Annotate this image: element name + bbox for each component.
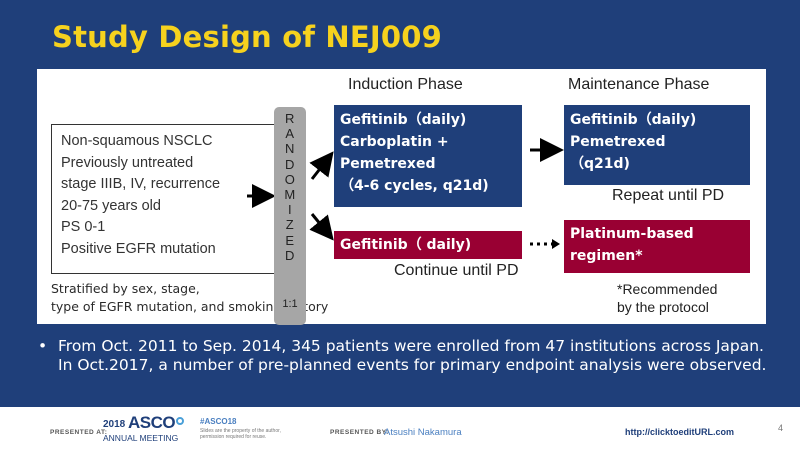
footer-url[interactable]: http://clicktoeditURL.com xyxy=(625,427,735,437)
regimen-line: regimen* xyxy=(570,248,643,264)
bullet-marker: • xyxy=(38,337,48,355)
study-design-diagram: Non-squamous NSCLC Previously untreated … xyxy=(37,69,766,325)
presented-by-label: PRESENTED BY: xyxy=(330,429,389,436)
recommended-note: *Recommended by the protocol xyxy=(617,281,718,315)
criteria-line: Previously untreated xyxy=(61,154,194,171)
randomized-letter: O xyxy=(284,171,296,187)
randomized-bar: R A N D O M I Z E D 1:1 xyxy=(274,107,306,325)
asco-logo-icon xyxy=(176,417,184,425)
arrow-to-arm-a xyxy=(309,151,334,180)
criteria-line: Positive EGFR mutation xyxy=(61,240,216,257)
randomized-letter: M xyxy=(284,187,296,203)
regimen-line: Gefitinib（daily) xyxy=(340,112,467,128)
randomized-letter: R xyxy=(285,111,295,126)
maintenance-phase-label: Maintenance Phase xyxy=(568,76,710,93)
continue-until-pd-note: Continue until PD xyxy=(394,262,519,279)
criteria-line: stage IIIB, IV, recurrence xyxy=(61,176,221,192)
arrow-to-arm-b xyxy=(309,213,334,241)
regimen-line: Platinum-based xyxy=(570,226,694,242)
asco-logo: ASCO xyxy=(128,413,176,432)
regimen-line: Gefitinib（daily) xyxy=(570,112,697,128)
footer-bar: PRESENTED AT: 2018 ASCO ANNUAL MEETING #… xyxy=(0,407,800,450)
bullet-text: From Oct. 2011 to Sep. 2014, 345 patient… xyxy=(58,337,767,374)
enrollment-bullet: • From Oct. 2011 to Sep. 2014, 345 patie… xyxy=(38,337,778,375)
regimen-line: （q21d) xyxy=(570,156,630,172)
regimen-line: Gefitinib（ daily) xyxy=(340,237,472,253)
criteria-line: PS 0-1 xyxy=(61,219,106,235)
presenter-name: Atsushi Nakamura xyxy=(384,427,462,438)
slide-title: Study Design of NEJ009 xyxy=(52,20,443,54)
randomization-ratio: 1:1 xyxy=(282,298,298,310)
hashtag: #ASCO18 xyxy=(200,417,237,426)
eligibility-criteria-box: Non-squamous NSCLC Previously untreated … xyxy=(51,124,283,274)
criteria-line: Non-squamous NSCLC xyxy=(61,133,213,149)
randomized-letter: A xyxy=(285,126,295,142)
slides-property-note: Slides are the property of the author, p… xyxy=(200,428,281,440)
arm-a-induction-box: Gefitinib（daily) Carboplatin + Pemetrexe… xyxy=(334,105,522,207)
regimen-line: （4-6 cycles, q21d) xyxy=(340,178,489,194)
regimen-line: Pemetrexed xyxy=(340,156,436,172)
repeat-until-pd-note: Repeat until PD xyxy=(612,187,725,204)
randomized-label: R A N D O M I Z E D xyxy=(274,111,306,263)
dotted-arrowhead xyxy=(552,239,560,249)
asco-year: 2018 xyxy=(103,419,126,430)
arm-b-box: Gefitinib（ daily) xyxy=(334,231,522,259)
regimen-line: Pemetrexed xyxy=(570,134,666,150)
randomized-letter: N xyxy=(285,141,295,157)
flow-arrows xyxy=(247,138,564,249)
platinum-regimen-box: Platinum-based regimen* xyxy=(564,220,750,273)
randomized-letter: Z xyxy=(285,217,295,233)
asco-subtitle: ANNUAL MEETING xyxy=(103,433,179,443)
regimen-line: Carboplatin + xyxy=(340,134,449,150)
arm-a-maintenance-box: Gefitinib（daily) Pemetrexed （q21d) xyxy=(564,105,750,185)
induction-phase-label: Induction Phase xyxy=(348,76,463,93)
randomized-letter: D xyxy=(285,247,295,263)
page-number: 4 xyxy=(778,423,784,433)
presented-at-label: PRESENTED AT: xyxy=(50,429,108,436)
randomized-letter: I xyxy=(287,202,293,218)
randomized-letter: D xyxy=(285,156,295,172)
criteria-line: 20-75 years old xyxy=(61,197,161,214)
randomized-letter: E xyxy=(285,232,295,248)
